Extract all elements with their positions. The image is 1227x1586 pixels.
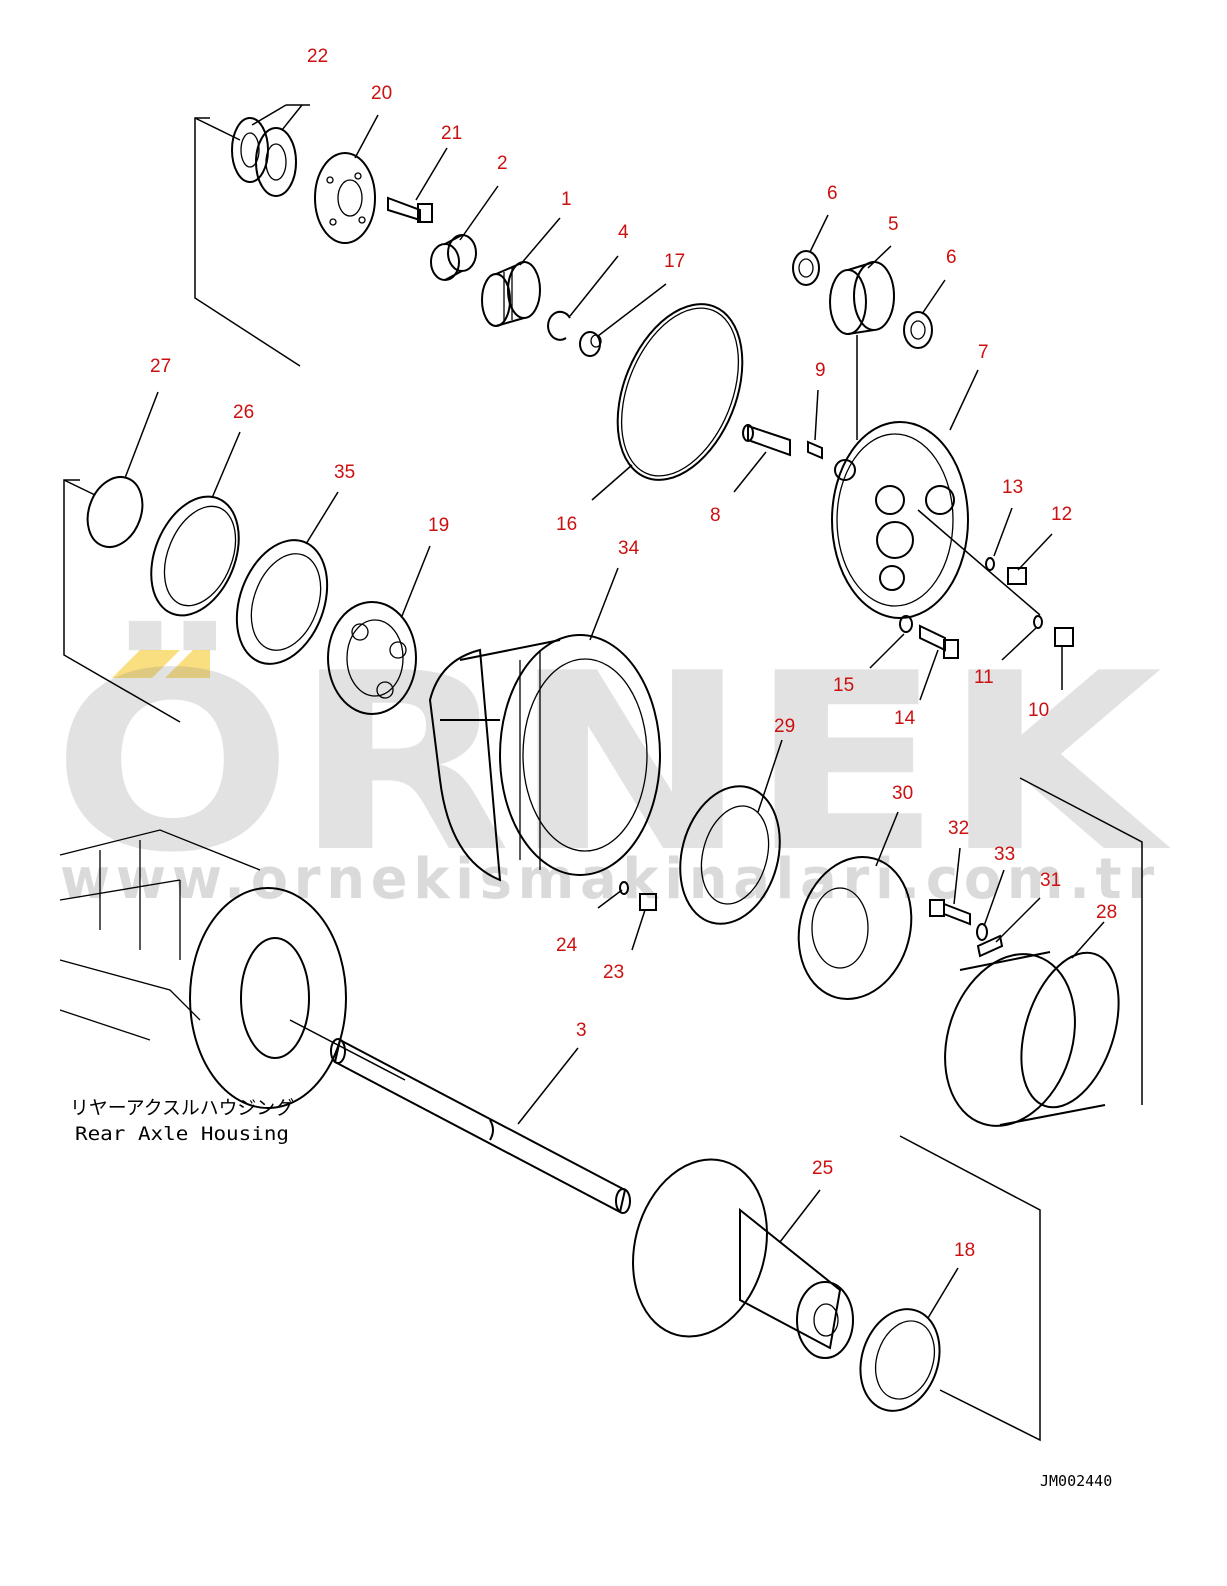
- part-20-plate: [314, 152, 376, 244]
- callout-14: 14: [894, 708, 916, 729]
- part-29-bearing: [679, 785, 781, 925]
- callout-1: 1: [561, 189, 572, 210]
- part-11-washer: [1033, 615, 1043, 629]
- callout-6-right: 6: [946, 247, 957, 268]
- part-16-o-ring: [616, 303, 744, 481]
- callout-11: 11: [974, 667, 994, 688]
- guide-line-shaft: [289, 1019, 406, 1081]
- callout-8: 8: [710, 505, 721, 526]
- callout-10: 10: [1028, 700, 1049, 721]
- part-4-snap-ring: [547, 310, 571, 341]
- callout-2: 2: [497, 153, 508, 174]
- callout-20: 20: [371, 83, 392, 104]
- callout-29: 29: [774, 716, 795, 737]
- part-13-washer: [985, 557, 995, 571]
- part-32-bolt: [929, 899, 971, 926]
- part-7-carrier: [831, 421, 969, 619]
- callout-15: 15: [833, 675, 854, 696]
- part-9-pin: [807, 440, 823, 460]
- callout-27: 27: [150, 356, 171, 377]
- part-34-hub: [428, 634, 661, 882]
- guide-bracket-bottom: [899, 1135, 1041, 1442]
- callout-12: 12: [1051, 504, 1072, 525]
- part-17-nut: [579, 331, 602, 357]
- callout-33: 33: [994, 844, 1015, 865]
- part-2-sleeve: [430, 234, 477, 281]
- callout-26: 26: [233, 402, 254, 423]
- part-35-seal: [235, 539, 329, 665]
- callout-23: 23: [603, 962, 624, 983]
- part-18-seal: [859, 1308, 941, 1412]
- callout-7: 7: [978, 342, 989, 363]
- part-30-cover: [797, 856, 913, 1000]
- callout-6-left: 6: [827, 183, 838, 204]
- callout-3: 3: [576, 1020, 587, 1041]
- part-8-pin: [742, 424, 791, 457]
- part-31-lock-plate: [976, 934, 1004, 958]
- part-10-bolt: [1054, 627, 1074, 647]
- rear-axle-housing-drawing: [59, 829, 347, 1109]
- housing-caption-english: Rear Axle Housing: [75, 1123, 289, 1145]
- part-5-bearing: [829, 261, 895, 335]
- part-15-washer: [899, 615, 913, 633]
- callout-21: 21: [441, 123, 462, 144]
- part-24-washer: [619, 881, 629, 895]
- leader-lines: [124, 104, 1105, 1319]
- callout-9: 9: [815, 360, 826, 381]
- part-1-roller-bearing: [481, 261, 541, 327]
- drawing-code: JM002440: [1040, 1472, 1112, 1490]
- guide-line-left: [63, 479, 96, 496]
- part-25-flange: [632, 1158, 854, 1359]
- watermark-accent-right: [165, 650, 210, 678]
- part-12-bolt: [1007, 567, 1027, 585]
- callout-18: 18: [954, 1240, 975, 1261]
- callout-34: 34: [618, 538, 640, 559]
- part-6-pinion-right: [903, 311, 933, 349]
- callout-30: 30: [892, 783, 913, 804]
- part-26-seal: [150, 495, 240, 617]
- housing-caption-japanese: リヤーアクスルハウジング: [70, 1097, 294, 1119]
- part-19-bearing: [327, 601, 417, 715]
- part-14-bolt: [919, 624, 959, 659]
- callout-5: 5: [888, 214, 899, 235]
- callout-24: 24: [556, 935, 578, 956]
- watermark: ÖRNEK www.ornekismakinalari.com.tr: [52, 620, 1171, 912]
- part-21-bolt: [387, 196, 433, 223]
- callout-22: 22: [307, 46, 328, 67]
- guide-bracket-top: [194, 117, 301, 367]
- part-6-pinion-left: [792, 250, 820, 286]
- part-27-o-ring: [86, 476, 144, 548]
- callout-31: 31: [1040, 870, 1061, 891]
- guide-lines: [63, 117, 1143, 1442]
- callout-19: 19: [428, 515, 449, 536]
- part-33-washer: [976, 923, 988, 941]
- callout-13: 13: [1002, 477, 1023, 498]
- callout-17: 17: [664, 251, 685, 272]
- part-3-axle-shaft: [330, 1038, 631, 1214]
- part-22-shims: [231, 117, 297, 197]
- callout-25: 25: [812, 1158, 833, 1179]
- guide-line-carrier: [917, 509, 1041, 616]
- part-23-bolt: [639, 893, 657, 911]
- guide-bracket-right: [1019, 777, 1143, 1105]
- callouts: 22 20 21 2 1 4 17 6 5 6 7 9 27 26 35 19 …: [150, 46, 1117, 1261]
- part-28-ring-gear: [944, 951, 1120, 1127]
- callout-32: 32: [948, 818, 969, 839]
- callout-4: 4: [618, 222, 629, 243]
- callout-35: 35: [334, 462, 355, 483]
- watermark-accent-left: [112, 650, 180, 678]
- callout-16: 16: [556, 514, 577, 535]
- callout-28: 28: [1096, 902, 1117, 923]
- guide-bracket-left: [63, 479, 181, 723]
- guide-line-top: [194, 117, 241, 141]
